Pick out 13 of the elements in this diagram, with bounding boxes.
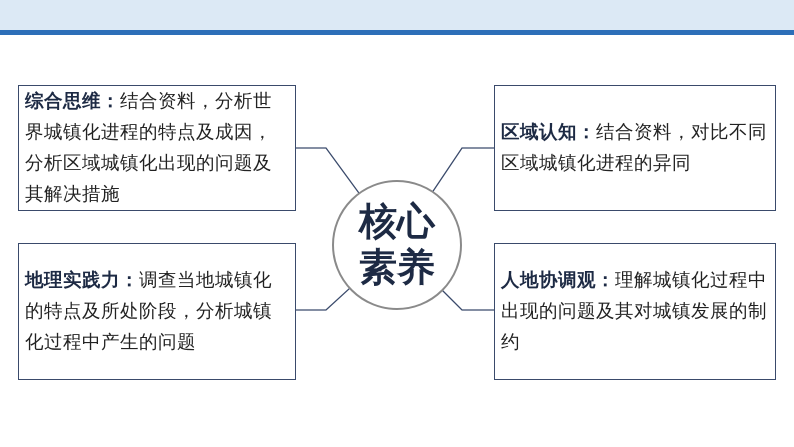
text-box	[18, 85, 296, 211]
center-title: 核心素养	[359, 199, 435, 291]
box-text: 地理实践力：调查当地城镇化的特点及所处阶段，分析城镇化过程中产生的问题	[25, 269, 273, 355]
box-text: 综合思维：结合资料，分析世界城镇化进程的特点及成因，分析区域城镇化出现的问题及其解决措施	[25, 90, 273, 207]
connector-line	[296, 288, 350, 311]
connector-line	[296, 147, 360, 194]
text-box	[494, 243, 776, 380]
connector-line	[442, 290, 494, 311]
text-box	[494, 85, 776, 211]
box-text: 区域认知：结合资料，对比不同区域城镇化进程的异同	[501, 121, 768, 176]
box-text: 人地协调观：理解城镇化过程中出现的问题及其对城镇发展的制约	[501, 269, 768, 355]
text-box	[18, 243, 296, 380]
connector-line	[432, 147, 494, 192]
